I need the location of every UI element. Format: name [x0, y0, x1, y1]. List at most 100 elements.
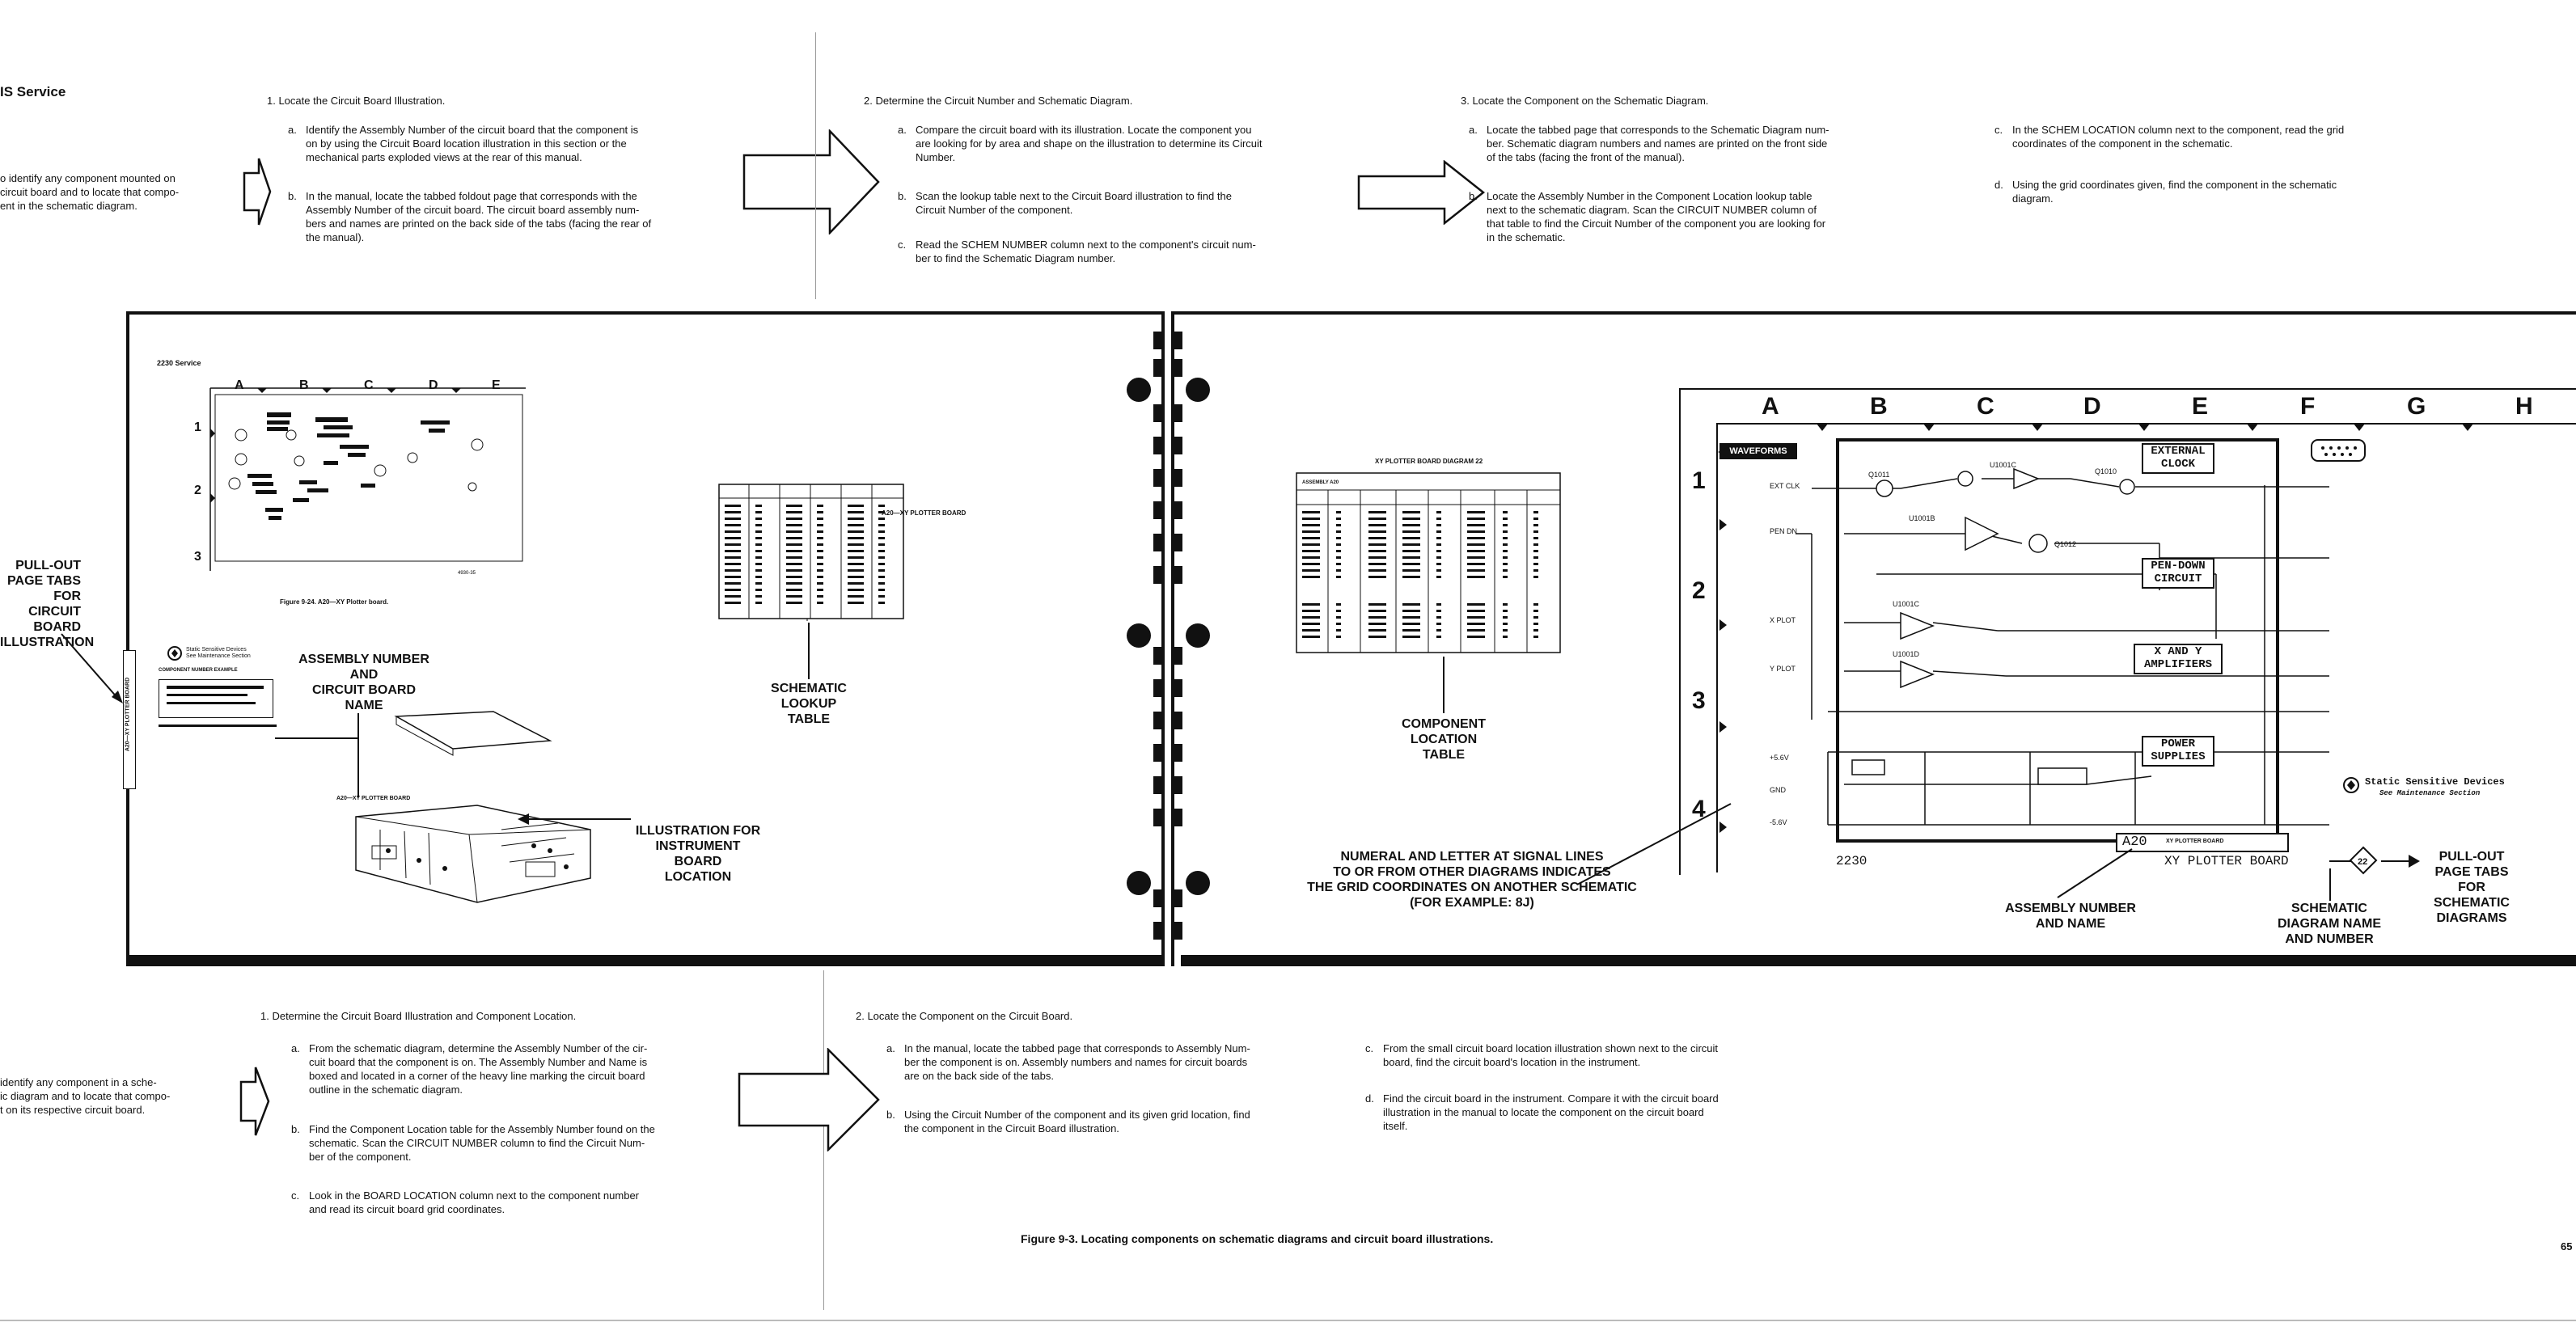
step-item: a. In the manual, locate the tabbed page… — [886, 1042, 1250, 1082]
schematic-name-callout-line — [2329, 868, 2331, 901]
board-grid-number: 1 — [194, 420, 201, 434]
svg-text:22: 22 — [2358, 857, 2367, 867]
svg-text:4930-35: 4930-35 — [458, 571, 476, 576]
svg-text:+5.6V: +5.6V — [1770, 754, 1789, 762]
step-item: a. Compare the circuit board with its il… — [898, 124, 1263, 163]
static-sensitive-text: Static Sensitive Devices See Maintenance… — [2365, 776, 2505, 797]
arrow-head — [518, 813, 529, 825]
svg-text:U1001D: U1001D — [1893, 650, 1920, 658]
board-grid-letter: A — [235, 378, 244, 392]
svg-text:U1001C: U1001C — [1893, 600, 1920, 608]
schematic-grid-number: 4 — [1692, 796, 1706, 822]
lookup-table-title: A20—XY PLOTTER BOARD — [882, 509, 967, 517]
panel-top-border — [129, 311, 1161, 315]
step-item: b. Using the Circuit Number of the compo… — [886, 1109, 1250, 1134]
step-title: 2. Locate the Component on the Circuit B… — [856, 1010, 1073, 1022]
bottom-step-2: 2. Locate the Component on the Circuit B… — [856, 1009, 1357, 1134]
schematic-grid-letter: C — [1977, 393, 1994, 420]
instrument-illustration — [355, 711, 591, 903]
schematic-grid-letter: D — [2083, 393, 2101, 420]
schematic-lookup-table — [718, 484, 904, 621]
assembly-number-box: A20 XY PLOTTER BOARD — [2116, 833, 2289, 852]
fold-line — [815, 32, 816, 299]
svg-text:X PLOT: X PLOT — [1770, 616, 1796, 624]
schematic-grid-rule — [1716, 423, 1718, 872]
svg-text:U1001C: U1001C — [1990, 461, 2017, 469]
model-number: 2230 — [1836, 854, 1867, 868]
schematic-grid-letter: G — [2407, 393, 2426, 420]
board-grid-letter: C — [364, 378, 374, 392]
board-grid-letter: B — [299, 378, 309, 392]
board-grid-letter: D — [429, 378, 438, 392]
step-item: d. Find the circuit board in the instrum… — [1365, 1092, 1719, 1132]
flow-arrow — [1357, 160, 1486, 225]
diagram-number-diamond: 22 — [2349, 846, 2378, 875]
step-item: c. Read the SCHEM NUMBER column next to … — [898, 239, 1256, 264]
schematic-grid-letter: H — [2515, 393, 2533, 420]
page-number: 65 — [2561, 1240, 2573, 1253]
svg-text:Q1012: Q1012 — [2054, 540, 2076, 548]
intro-text: o identify any component mounted on circ… — [0, 172, 180, 212]
top-step-1: 1. Locate the Circuit Board Illustration… — [267, 94, 768, 243]
panel-divider — [1171, 311, 1174, 966]
figure-caption: Figure 9-3. Locating components on schem… — [1021, 1232, 1494, 1245]
circuit-board-illustration: 4930-35 — [209, 387, 526, 576]
schematic-grid-number: 2 — [1692, 577, 1706, 604]
schematic-grid-number: 1 — [1692, 467, 1706, 494]
pull-out-arrow-line — [2381, 860, 2413, 862]
waveforms-label: WAVEFORMS — [1719, 443, 1797, 459]
page-bottom-rule — [0, 1320, 2576, 1321]
flow-arrow — [742, 129, 880, 234]
pull-out-arrow-head — [2409, 855, 2420, 868]
step-title: 3. Locate the Component on the Schematic… — [1461, 95, 1709, 107]
step-title: 1. Determine the Circuit Board Illustrat… — [260, 1010, 577, 1022]
step-item: c. Look in the BOARD LOCATION column nex… — [291, 1189, 640, 1215]
illustration-arrow — [526, 818, 631, 820]
svg-text:EXT CLK: EXT CLK — [1770, 482, 1800, 490]
panel-bottom-border — [126, 955, 1161, 966]
schematic-grid-letter: A — [1762, 393, 1779, 420]
component-table-title: XY PLOTTER BOARD DIAGRAM 22 — [1375, 458, 1483, 465]
static-sensitive-icon — [167, 646, 182, 661]
svg-text:Y PLOT: Y PLOT — [1770, 665, 1796, 673]
pull-out-arrow — [61, 633, 123, 703]
svg-text:Q1010: Q1010 — [2095, 467, 2117, 475]
flow-arrow — [239, 1067, 270, 1136]
lookup-arrow — [808, 623, 810, 679]
static-sensitive-icon — [2343, 777, 2359, 793]
waveforms-arrow — [1718, 446, 1729, 458]
top-step-3: 3. Locate the Component on the Schematic… — [1461, 94, 1962, 243]
svg-text:-5.6V: -5.6V — [1770, 818, 1787, 826]
assembly-arrow-shaft — [275, 737, 359, 739]
component-table-arrow — [1443, 657, 1445, 713]
component-location-table — [1296, 472, 1561, 653]
numeral-callout-line — [1577, 803, 1732, 885]
svg-text:GND: GND — [1770, 786, 1787, 794]
step-item: c. From the small circuit board location… — [1365, 1042, 1719, 1068]
small-page-header: 2230 Service — [157, 359, 201, 367]
schematic-grid-number: 3 — [1692, 687, 1706, 714]
schematic-grid-letter: F — [2300, 393, 2316, 420]
panel-bottom-border — [1181, 955, 2576, 966]
step-item: c. In the SCHEM LOCATION column next to … — [1994, 124, 2345, 150]
schematic-grid-letter: B — [1870, 393, 1888, 420]
static-sensitive-text: Static Sensitive Devices See Maintenance… — [186, 647, 251, 659]
step-item: d. Using the grid coordinates given, fin… — [1994, 179, 2337, 205]
svg-text:U1001B: U1001B — [1909, 514, 1935, 522]
step-item: a. Locate the tabbed page that correspon… — [1469, 124, 1829, 163]
connector-icon — [2311, 439, 2366, 462]
panel-divider — [1161, 311, 1165, 966]
figure-caption-small: Figure 9-24. A20—XY Plotter board. — [280, 598, 389, 606]
